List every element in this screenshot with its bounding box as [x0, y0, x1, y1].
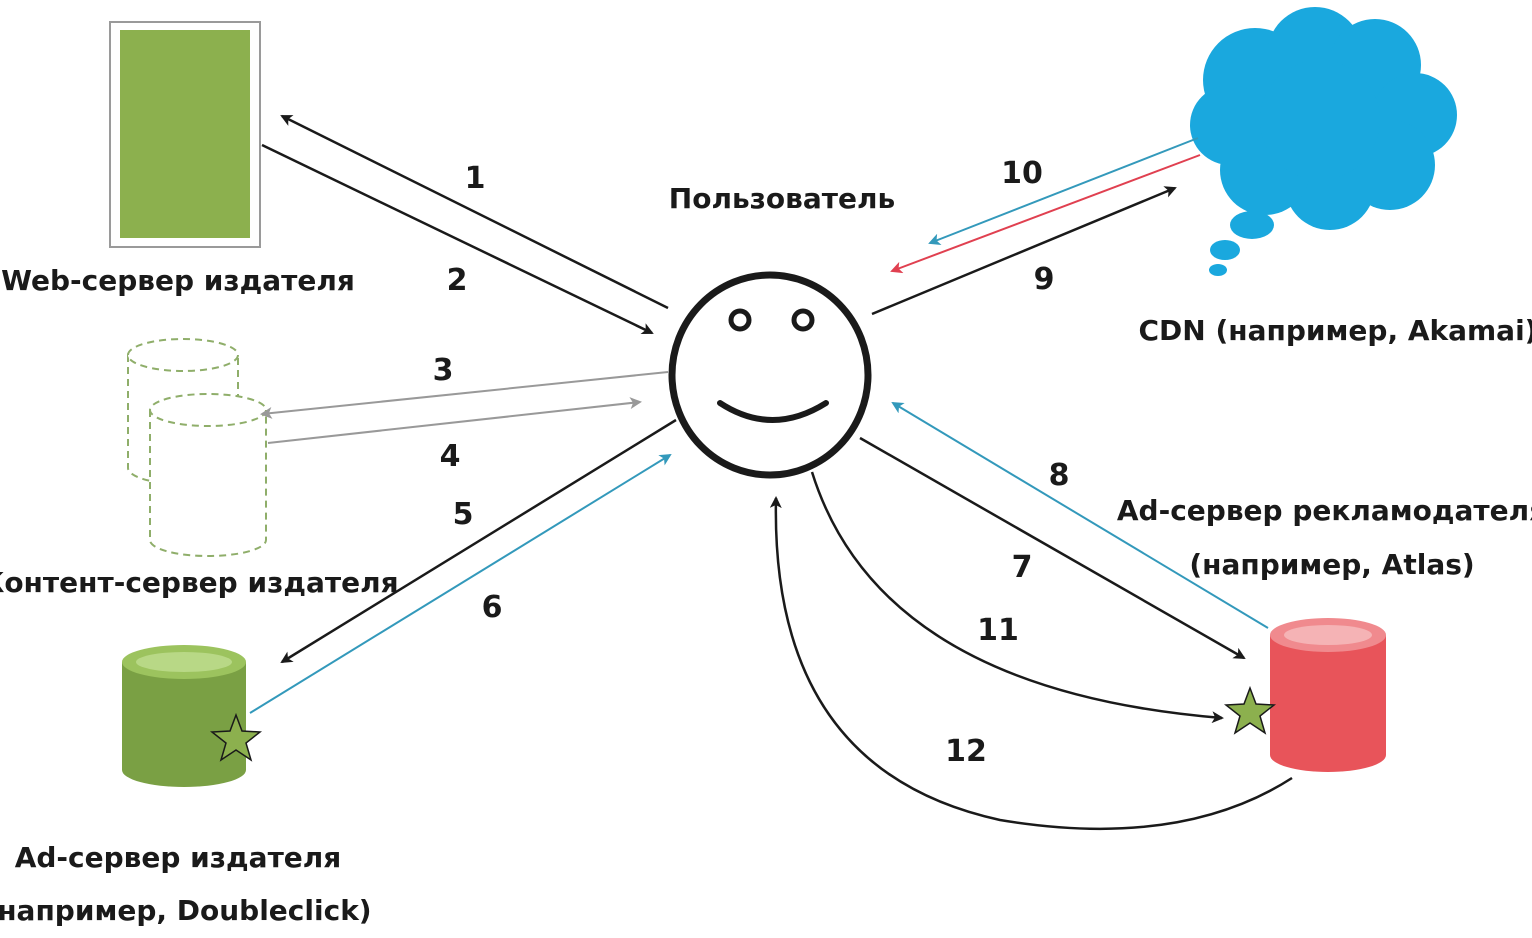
user-node: Пользователь — [668, 182, 895, 479]
arrow-1 — [280, 114, 669, 310]
web-server-node: Web-сервер издателя — [1, 21, 355, 297]
smiley-face-icon — [668, 271, 872, 479]
publisher-ad-server-label-1: Ad-сервер издателя — [15, 841, 342, 874]
arrow-10-red — [890, 154, 1201, 274]
publisher-ad-server-label-2: (например, Doubleclick) — [0, 894, 372, 927]
arrow-9 — [871, 186, 1177, 316]
web-server-label: Web-сервер издателя — [1, 264, 355, 297]
arrow-3 — [260, 371, 669, 419]
publisher-ad-server-node: Ad-сервер издателя (например, Doubleclic… — [0, 645, 372, 927]
step-label-3: 3 — [433, 353, 454, 388]
star-icon — [1223, 685, 1277, 735]
cdn-label: CDN (например, Akamai) — [1139, 314, 1532, 347]
content-server-label: Контент-сервер издателя — [0, 566, 399, 599]
advertiser-ad-server-label-2: (например, Atlas) — [1189, 548, 1474, 581]
arrow-8 — [891, 401, 1269, 629]
step-label-2: 2 — [447, 263, 468, 298]
arrow-12 — [769, 496, 1293, 831]
arrow-4 — [267, 397, 642, 444]
step-numbers: 1 2 3 4 5 6 7 8 9 10 11 12 — [433, 156, 1070, 769]
step-label-6: 6 — [482, 590, 503, 625]
document-page-icon — [109, 21, 261, 248]
advertiser-ad-server-label-1: Ad-сервер рекламодателя — [1117, 494, 1532, 527]
cloud-icon — [1190, 7, 1457, 276]
cdn-node: CDN (например, Akamai) — [1139, 7, 1532, 347]
arrow-6 — [249, 453, 672, 714]
step-label-5: 5 — [453, 497, 474, 532]
step-label-8: 8 — [1049, 458, 1070, 493]
arrow-2 — [261, 143, 654, 335]
step-label-7: 7 — [1012, 550, 1033, 585]
arrow-5 — [280, 418, 677, 664]
star-icon — [209, 712, 263, 762]
step-label-11: 11 — [977, 613, 1019, 648]
user-label: Пользователь — [669, 182, 895, 215]
arrow-10 — [928, 137, 1199, 245]
content-server-node: Контент-сервер издателя — [0, 338, 399, 599]
advertiser-ad-server-node: Ad-сервер рекламодателя (например, Atlas… — [1117, 494, 1532, 772]
step-label-1: 1 — [465, 161, 486, 196]
database-cylinder-icon — [1270, 618, 1386, 772]
step-label-10: 10 — [1001, 156, 1043, 191]
arrow-7 — [859, 436, 1246, 660]
arrows — [249, 114, 1293, 831]
step-label-12: 12 — [945, 734, 987, 769]
step-label-4: 4 — [440, 439, 461, 474]
database-cylinders-icon — [127, 338, 267, 557]
arrow-11 — [810, 471, 1224, 724]
database-cylinder-icon — [122, 645, 246, 787]
step-label-9: 9 — [1034, 262, 1055, 297]
